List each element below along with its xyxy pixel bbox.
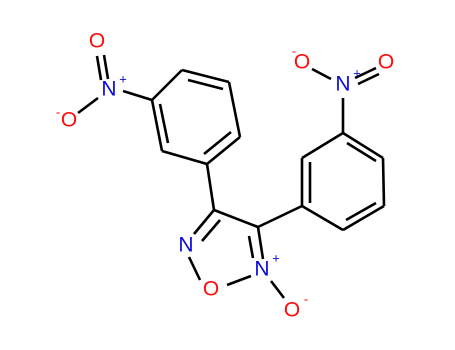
bond — [301, 204, 344, 232]
left-benzene-ring — [150, 68, 242, 166]
bond — [357, 72, 380, 86]
bond — [161, 149, 208, 166]
charge-plus: + — [353, 65, 361, 80]
bond — [381, 157, 386, 207]
bond — [150, 99, 164, 152]
bond — [257, 204, 303, 229]
bond — [354, 66, 377, 80]
bond — [342, 204, 385, 232]
atom-nitrogen: N — [101, 78, 116, 101]
bond — [193, 209, 215, 235]
bond — [342, 131, 384, 160]
bond — [213, 208, 259, 229]
bond — [206, 135, 241, 166]
right-nitro-group: O - N + O — [292, 43, 394, 133]
atom-oxygen: O — [284, 299, 300, 322]
double-bond-inner — [187, 78, 224, 91]
atom-oxygen: O — [61, 109, 77, 132]
bond — [256, 226, 265, 260]
bond — [181, 68, 230, 84]
bond — [77, 96, 99, 115]
atom-nitrogen: N — [254, 258, 269, 281]
bond — [122, 89, 153, 102]
bond — [269, 280, 286, 299]
bond — [227, 81, 242, 138]
atom-oxygen: O — [203, 278, 219, 301]
double-bond-inner — [158, 103, 170, 144]
atom-nitrogen: N — [335, 73, 350, 96]
atom-nitrogen: N — [178, 234, 193, 257]
double-bond-inner — [346, 141, 377, 163]
right-benzene-ring — [300, 131, 386, 232]
charge-plus: + — [272, 250, 280, 265]
atom-oxygen: O — [294, 51, 310, 74]
left-nitro-group: O N + O - — [56, 30, 153, 132]
double-bond-inner — [203, 130, 232, 156]
atom-oxygen: O — [89, 30, 105, 53]
bond — [102, 54, 110, 80]
bond — [151, 69, 183, 101]
double-bond-inner — [345, 201, 377, 222]
charge-minus: - — [304, 291, 308, 306]
charge-plus: + — [119, 71, 127, 86]
double-bond-inner — [247, 235, 255, 259]
charge-minus: - — [292, 43, 296, 58]
bond — [187, 256, 202, 281]
bond — [301, 131, 344, 160]
atom-oxygen: O — [378, 51, 394, 74]
charge-minus: - — [56, 104, 60, 119]
furoxan-ring: N O N + O - — [178, 163, 308, 322]
bond — [95, 55, 103, 81]
bond — [226, 274, 252, 287]
bond — [311, 67, 332, 81]
double-bond-inner — [201, 219, 221, 242]
bond — [205, 163, 216, 211]
